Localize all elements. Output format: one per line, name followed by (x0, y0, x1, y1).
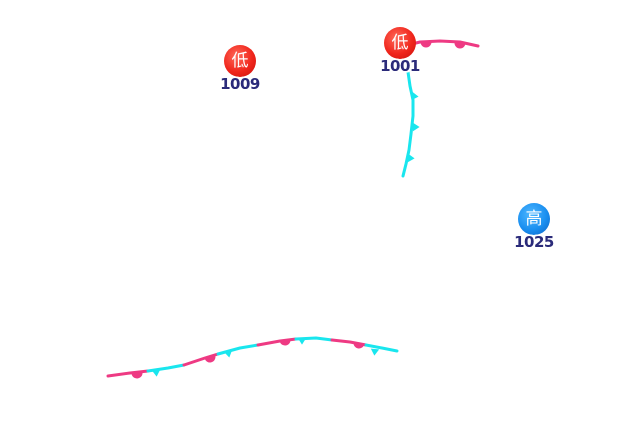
stationary-front-warm-segment (182, 352, 220, 367)
low-pressure-icon: 低 (384, 27, 416, 59)
warm-front-bump (454, 43, 466, 49)
pressure-value: 1025 (514, 233, 554, 251)
stationary-front-bump (279, 339, 291, 346)
stationary-front-bump (204, 355, 216, 363)
low-pressure-center-1001[interactable]: 低 1001 (370, 27, 430, 75)
cold-front-barb (413, 122, 420, 132)
stationary-front-cold-segment (364, 343, 399, 353)
pressure-value: 1001 (380, 57, 420, 75)
stationary-front-cold-segment (216, 343, 260, 356)
stationary-front-barb (370, 348, 380, 356)
stationary-front-cold-segment (146, 363, 186, 373)
cold-front-line (401, 70, 415, 178)
stationary-front-warm-segment (106, 369, 150, 378)
pressure-value: 1009 (220, 75, 260, 93)
cold-front-barb (411, 91, 419, 101)
cold-front-barb (407, 153, 415, 163)
high-pressure-center-1025[interactable]: 高 1025 (504, 203, 564, 251)
high-pressure-icon: 高 (518, 203, 550, 235)
low-pressure-center-1009[interactable]: 低 1009 (210, 45, 270, 93)
stationary-front-barb (297, 338, 307, 345)
stationary-front-bump (131, 372, 143, 379)
stationary-front-barb (223, 350, 233, 358)
warm-front-bump (420, 42, 432, 48)
stationary-front-barb (151, 369, 161, 377)
warm-front-line (406, 39, 480, 48)
stationary-front-bump (353, 342, 365, 349)
low-pressure-icon: 低 (224, 45, 256, 77)
